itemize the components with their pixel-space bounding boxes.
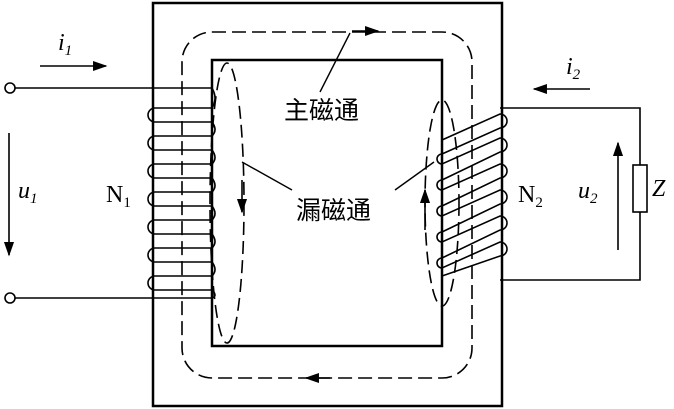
- primary-terminal-bottom: [4, 292, 16, 304]
- primary-winding: [10, 87, 216, 299]
- u1-label: u1: [18, 178, 38, 207]
- leakage-flux-label: 漏磁通: [296, 196, 371, 225]
- leakage-flux-leader-left: [241, 161, 293, 191]
- leakage-flux-loop-primary: [209, 62, 245, 344]
- z-label: Z: [652, 176, 666, 202]
- n2-label: N2: [518, 182, 543, 211]
- main-flux-label: 主磁通: [284, 96, 359, 125]
- core-window: [210, 58, 444, 348]
- i1-label: i1: [58, 30, 72, 59]
- leakage-flux-leader-right: [394, 161, 435, 191]
- n1-label: N1: [106, 182, 131, 211]
- primary-terminal-top: [4, 82, 16, 94]
- load-impedance: [632, 164, 648, 213]
- main-flux-leader: [319, 32, 351, 93]
- i2-label: i2: [566, 54, 581, 83]
- u2-label: u2: [578, 178, 598, 207]
- secondary-winding: [436, 107, 641, 281]
